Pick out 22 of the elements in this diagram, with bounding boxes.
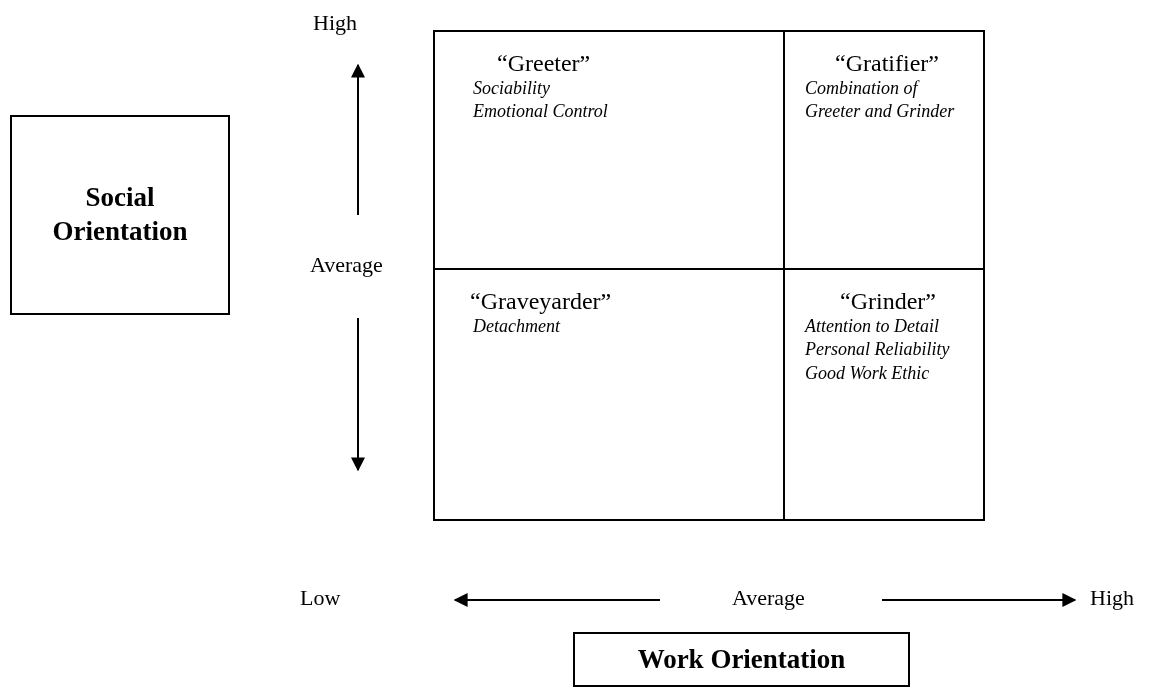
quadrant-title: “Grinder” <box>840 288 936 315</box>
quadrant-title: “Graveyarder” <box>470 288 612 315</box>
axis-title-box: Work Orientation <box>573 632 910 687</box>
axis-title-box: Social Orientation <box>10 115 230 315</box>
quadrant-title: “Gratifier” <box>835 50 939 77</box>
quadrant-panel <box>783 30 985 270</box>
axis-label: Low <box>300 585 341 611</box>
trait-text: Emotional Control <box>473 100 609 124</box>
quadrant-panel <box>433 30 785 270</box>
trait-text: Combination of Greeter and Grinder <box>805 77 956 124</box>
axis-label: Average <box>310 252 383 278</box>
trait-text: Good Work Ethic <box>805 361 931 385</box>
trait-text: Sociability <box>473 77 551 100</box>
axis-label: Average <box>732 585 805 611</box>
quadrant-panel <box>433 268 785 521</box>
trait-text: Personal Reliability <box>805 338 951 362</box>
axis-label: High <box>1090 585 1134 611</box>
trait-text: Attention to Detail <box>805 315 940 338</box>
trait-text: Detachment <box>473 315 562 338</box>
quadrant-title: “Greeter” <box>497 50 591 77</box>
axis-label: High <box>313 10 357 36</box>
quadrant-panel <box>783 268 985 521</box>
